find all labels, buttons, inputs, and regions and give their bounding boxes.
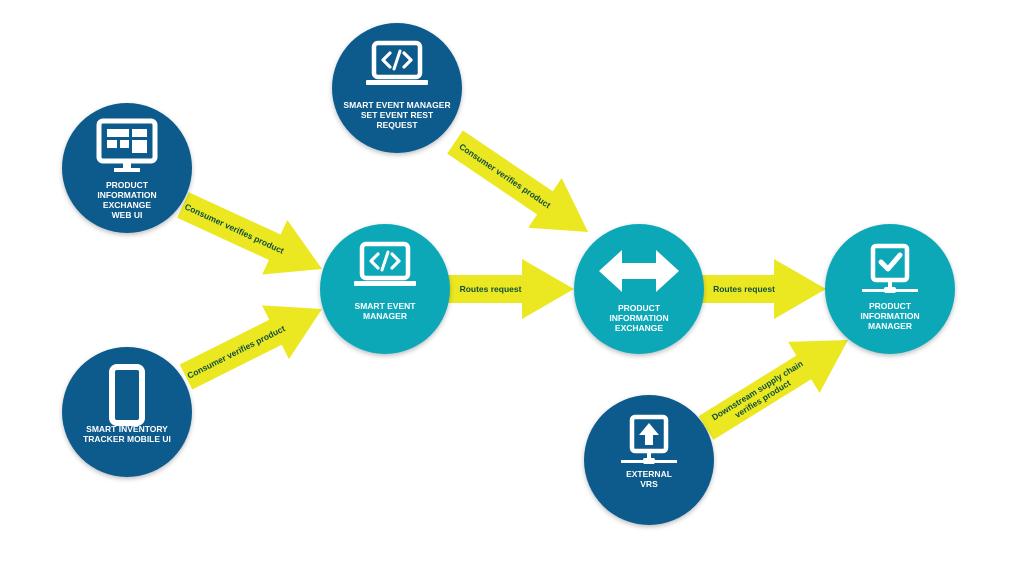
- node-circle[interactable]: [332, 23, 462, 153]
- node-label: PRODUCT: [869, 301, 912, 311]
- node-label: EXCHANGE: [615, 323, 664, 333]
- node-label: VRS: [640, 479, 658, 489]
- mobile-phone-icon: [109, 364, 145, 426]
- network-upload-icon: [621, 414, 677, 464]
- laptop-code-icon: [366, 40, 428, 85]
- node-label: SMART EVENT MANAGER: [343, 100, 450, 110]
- node-label: SMART INVENTORY: [86, 424, 168, 434]
- arrow-label: Routes request: [713, 284, 775, 294]
- node-label: MANAGER: [868, 321, 912, 331]
- node-circle[interactable]: [574, 224, 704, 354]
- node-label: PRODUCT: [106, 180, 149, 190]
- node-label: SET EVENT REST: [361, 110, 434, 120]
- network-checkmark-icon: [862, 243, 918, 293]
- node-circle[interactable]: [320, 224, 450, 354]
- arrow-label: Routes request: [460, 284, 522, 294]
- node-label: EXCHANGE: [103, 200, 152, 210]
- node-label: TRACKER MOBILE UI: [83, 434, 171, 444]
- double-arrow-icon: [599, 250, 679, 292]
- node-label: SMART EVENT: [355, 301, 417, 311]
- arrow-shape: [179, 305, 323, 390]
- arrow-label: Consumer verifies product: [183, 201, 286, 255]
- node-label: INFORMATION: [609, 313, 668, 323]
- arrow-shape: [447, 259, 574, 319]
- arrow-mobile-to-sem: Consumer verifies product: [179, 305, 323, 390]
- arrow-rest-to-pix: Consumer verifies product: [447, 130, 589, 233]
- node-label: INFORMATION: [97, 190, 156, 200]
- arrow-shape: [702, 259, 826, 319]
- node-label: INFORMATION: [860, 311, 919, 321]
- node-label: EXTERNAL: [626, 469, 672, 479]
- node-label: REQUEST: [376, 120, 418, 130]
- arrow-shape: [177, 192, 322, 275]
- arrow-webui-to-sem: Consumer verifies product: [177, 192, 322, 275]
- arrow-label: Consumer verifies product: [185, 323, 286, 380]
- arrow-shape: [447, 130, 589, 233]
- node-label: WEB UI: [112, 210, 143, 220]
- arrow-sem-to-pix: Routes request: [447, 259, 574, 319]
- arrow-label: Consumer verifies product: [457, 141, 552, 210]
- node-label: MANAGER: [363, 311, 407, 321]
- node-circle[interactable]: [62, 347, 192, 477]
- desktop-monitor-icon: [96, 118, 158, 172]
- laptop-code-icon: [354, 241, 416, 286]
- node-label: PRODUCT: [618, 303, 661, 313]
- arrow-pix-to-pim: Routes request: [702, 259, 826, 319]
- arrow-shape: [698, 339, 849, 440]
